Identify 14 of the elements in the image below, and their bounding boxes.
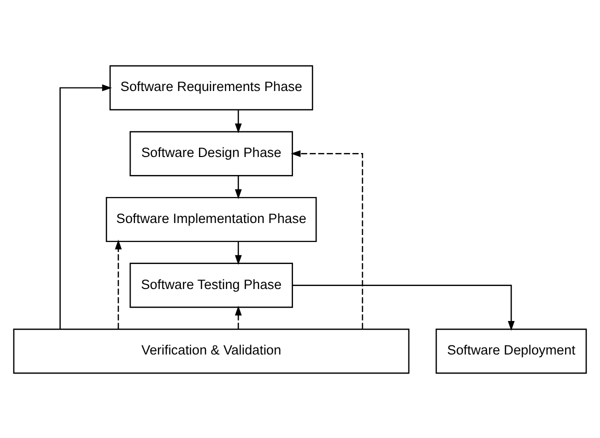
node-box: Software Requirements Phase xyxy=(110,64,314,110)
arrow xyxy=(114,239,122,328)
arrow xyxy=(234,110,242,133)
arrow xyxy=(234,305,242,328)
node-box: Software Implementation Phase xyxy=(106,196,317,242)
arrow xyxy=(234,175,242,199)
node-box: Software Deployment xyxy=(436,328,587,374)
arrow xyxy=(290,150,364,328)
node-box: Software Testing Phase xyxy=(130,262,293,308)
arrow xyxy=(292,284,515,330)
arrow xyxy=(60,84,112,329)
arrow xyxy=(234,241,242,264)
node-box: Software Design Phase xyxy=(130,130,293,176)
node-box: Verification & Validation xyxy=(13,328,410,374)
